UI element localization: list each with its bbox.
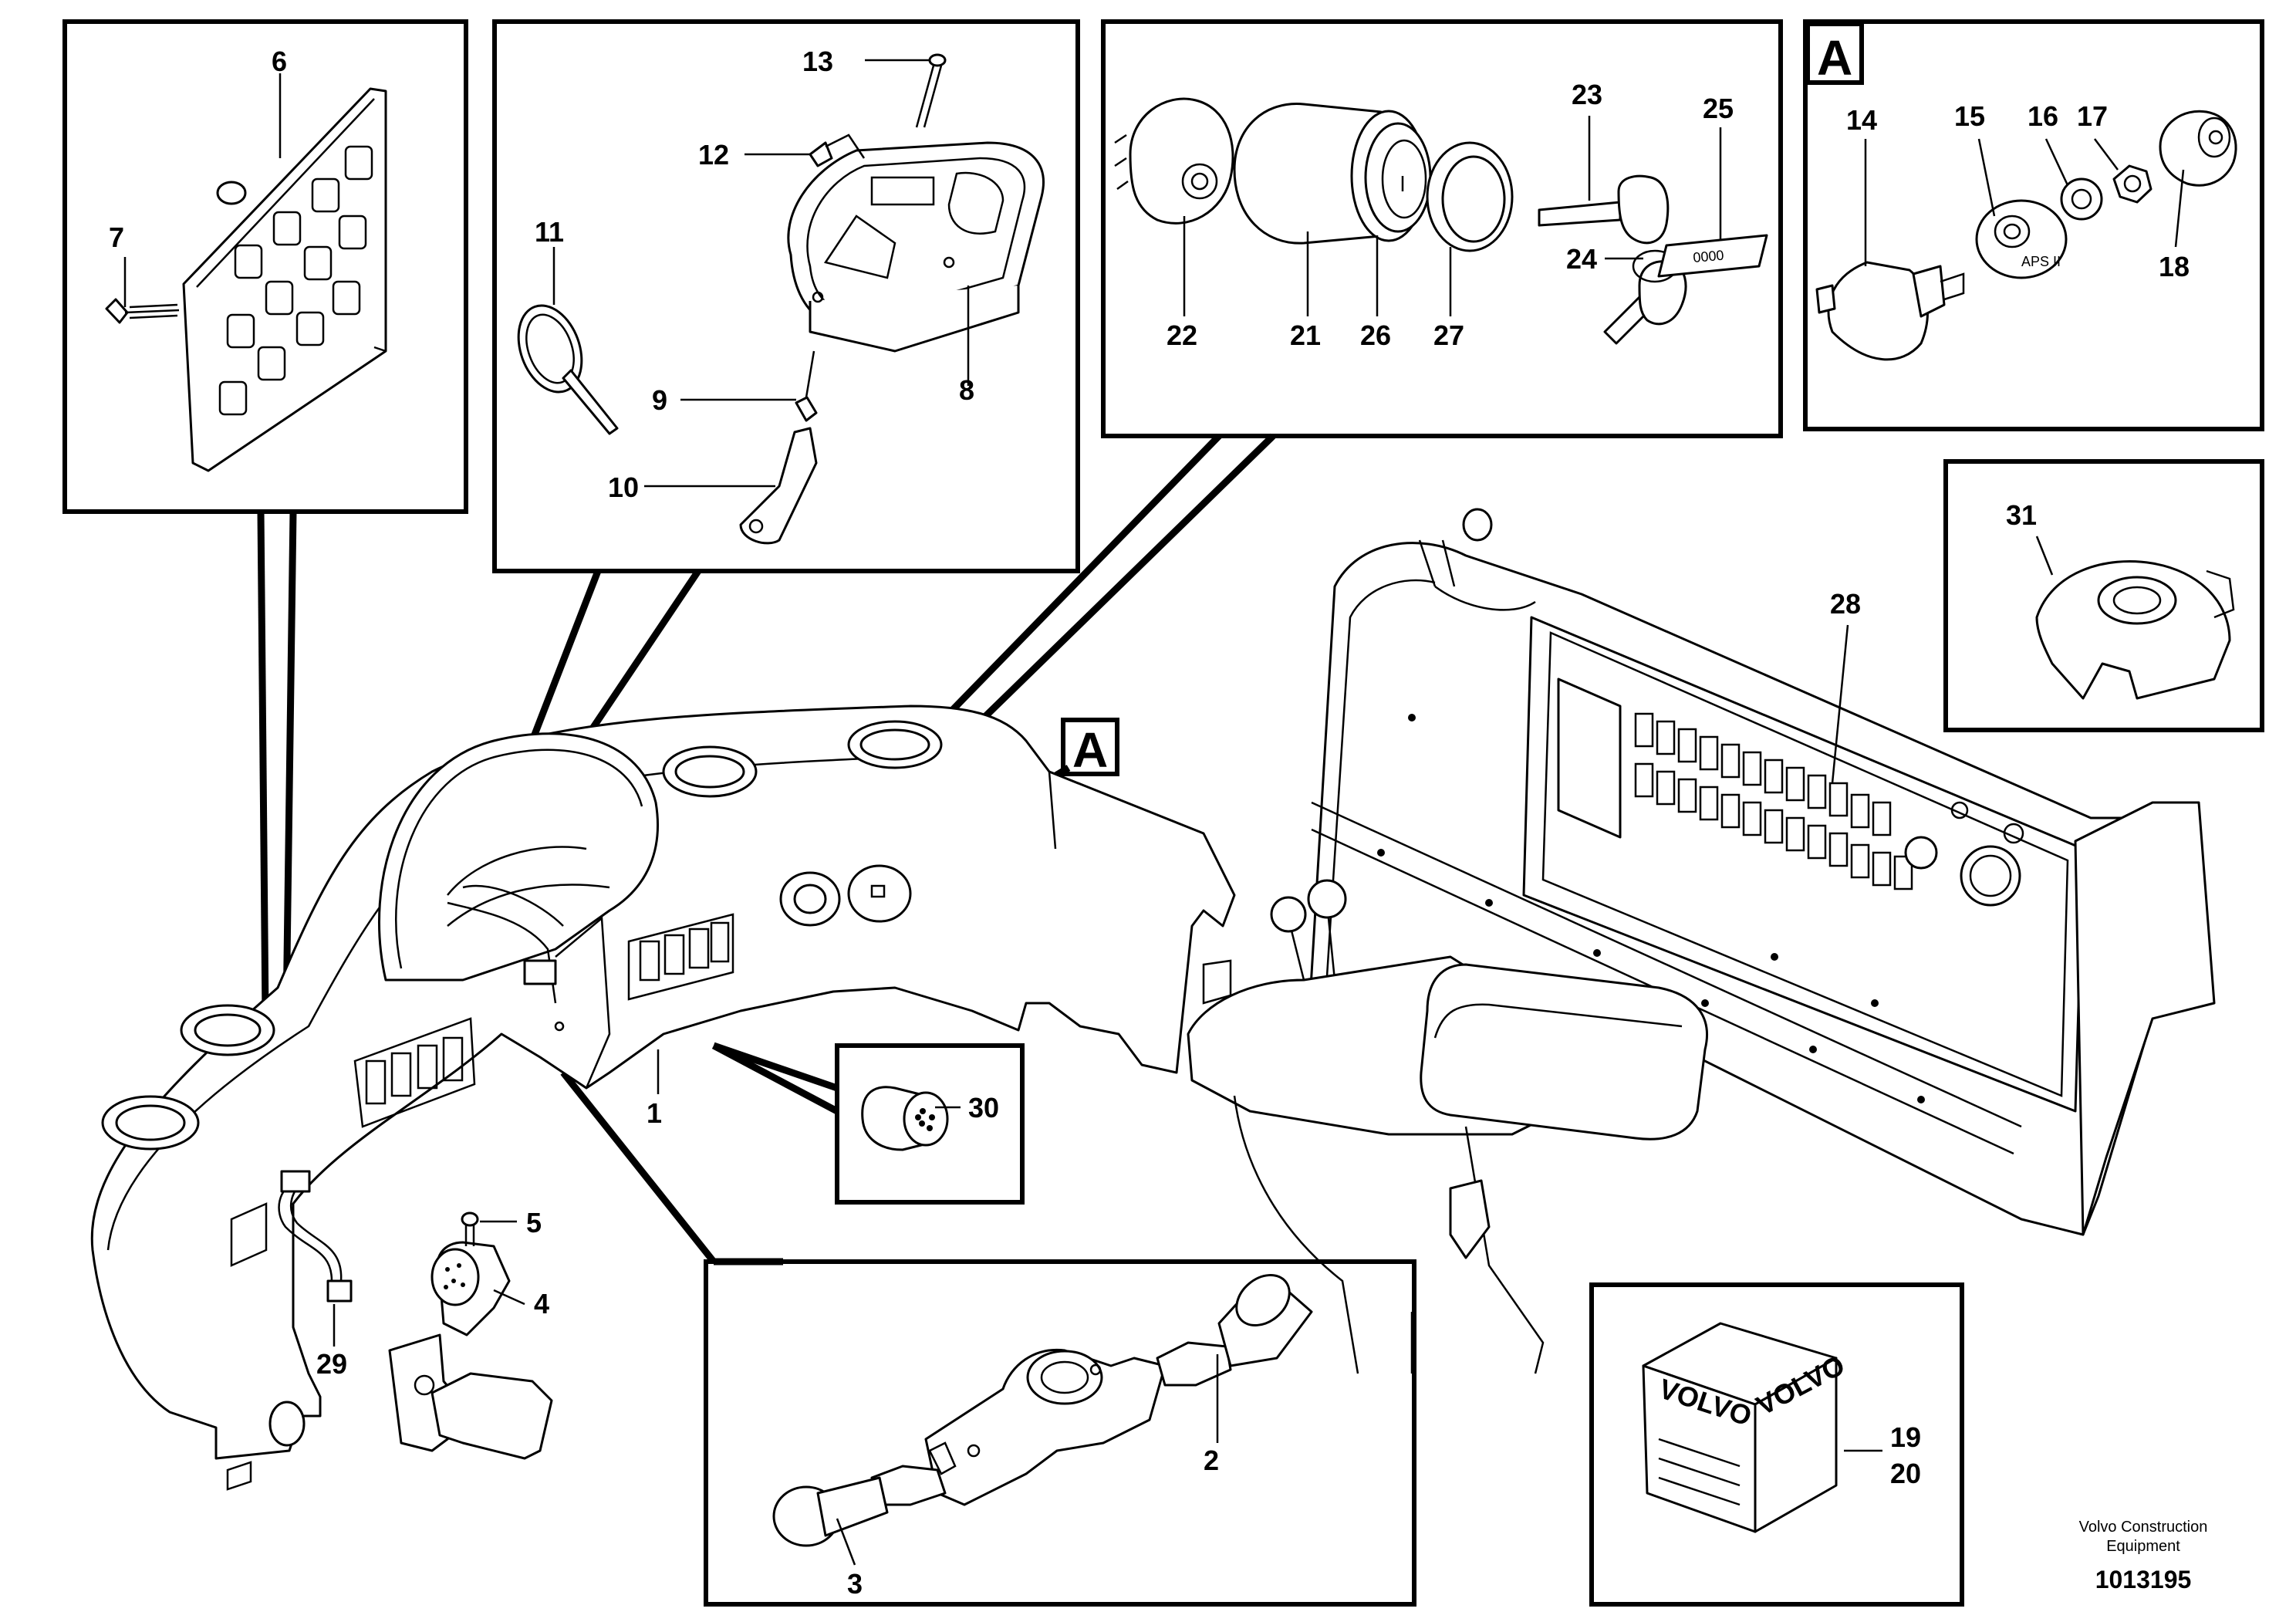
detail-box-2-3: [704, 1259, 1416, 1607]
label-8: 8: [959, 374, 974, 406]
label-18: 18: [2159, 251, 2190, 282]
label-27: 27: [1433, 319, 1464, 351]
label-6: 6: [272, 46, 287, 77]
detail-box-31: [1943, 459, 2264, 732]
label-16: 16: [2028, 100, 2058, 132]
cab-console: [1187, 508, 2216, 1374]
label-10: 10: [608, 471, 639, 503]
label-19: 19: [1890, 1421, 1921, 1453]
switch-marking-text: APS II: [2021, 254, 2061, 269]
detail-box-30: [835, 1043, 1025, 1205]
main-marker-a-text: A: [1072, 722, 1108, 778]
label-5: 5: [526, 1207, 542, 1238]
label-29: 29: [316, 1348, 347, 1380]
label-13: 13: [802, 46, 833, 77]
label-28: 28: [1830, 588, 1861, 620]
key-tag-text: 0000: [1693, 248, 1725, 265]
label-7: 7: [109, 221, 124, 253]
footer-company: Volvo Construction: [2079, 1519, 2208, 1536]
socket-bracket: [388, 1211, 553, 1460]
label-9: 9: [652, 384, 667, 416]
label-22: 22: [1167, 319, 1197, 351]
footer-drawing-number: 1013195: [2095, 1566, 2192, 1593]
label-21: 21: [1290, 319, 1321, 351]
detail-marker-a: A: [1817, 30, 1852, 86]
label-14: 14: [1846, 104, 1877, 136]
dashboard-panel: [90, 705, 1236, 1491]
harness-29: [278, 1170, 353, 1303]
leader-lines: [123, 59, 2185, 1566]
label-17: 17: [2077, 100, 2108, 132]
label-26: 26: [1360, 319, 1391, 351]
label-2: 2: [1204, 1445, 1219, 1476]
detail-box-a: A APS II: [1803, 19, 2264, 431]
detail-box-panel: [62, 19, 468, 514]
footer: Volvo Construction Equipment 1013195: [2079, 1519, 2208, 1593]
label-23: 23: [1572, 79, 1602, 110]
label-12: 12: [698, 139, 729, 171]
label-3: 3: [847, 1568, 863, 1600]
detail-box-instrument: [492, 19, 1080, 573]
label-15: 15: [1954, 100, 1985, 132]
part-labels: 1 2 3 4 5 6 7 8 9 10 11 12 13 14 15 16 1…: [109, 46, 2190, 1600]
label-11: 11: [535, 216, 564, 248]
footer-company-2: Equipment: [2106, 1538, 2180, 1555]
label-4: 4: [534, 1288, 549, 1320]
label-31: 31: [2006, 499, 2037, 531]
detail-box-ignition: 0000: [1101, 19, 1783, 438]
main-marker-a: A: [1061, 718, 1119, 778]
detail-box-19-20: VOLVO VOLVO: [1589, 1282, 1964, 1607]
label-1: 1: [647, 1097, 662, 1129]
label-25: 25: [1703, 93, 1734, 124]
label-30: 30: [968, 1092, 999, 1124]
label-20: 20: [1890, 1458, 1921, 1489]
label-24: 24: [1566, 243, 1597, 275]
